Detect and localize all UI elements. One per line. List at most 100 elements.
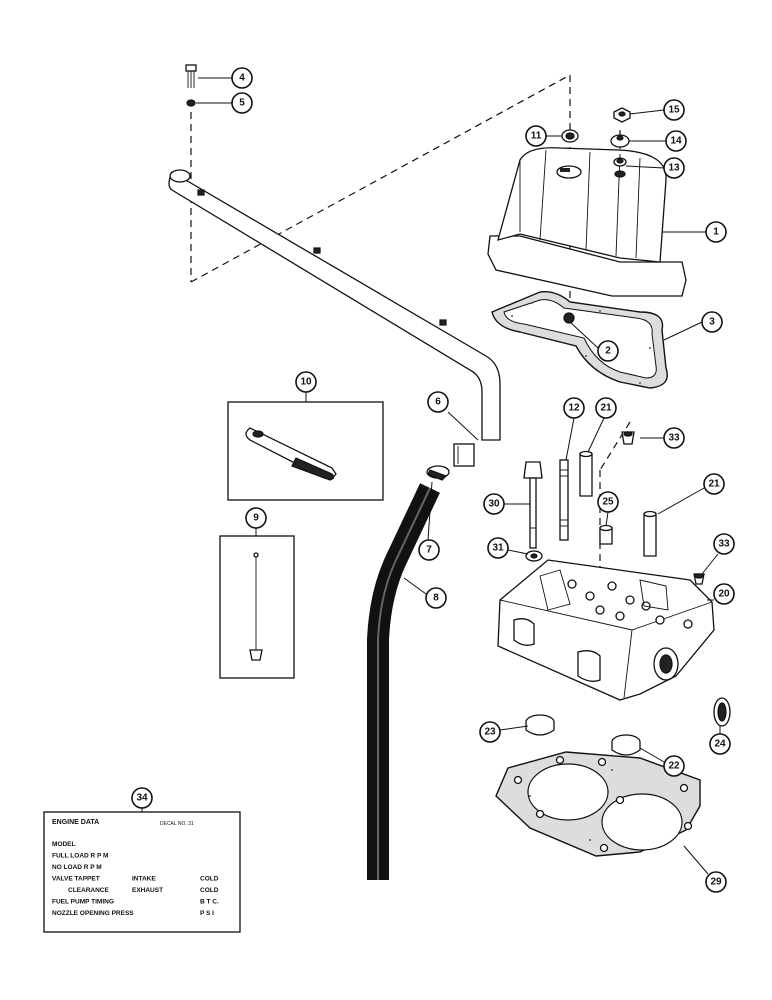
decal-line-sub: EXHAUST	[132, 887, 163, 894]
callout-7: 7	[418, 539, 440, 561]
breather-tube	[168, 169, 501, 467]
callout-29: 29	[705, 871, 727, 893]
svg-text:22: 22	[668, 761, 680, 772]
seal-23	[525, 714, 555, 736]
part-box-9	[219, 535, 295, 679]
callout-13: 13	[663, 157, 685, 179]
svg-text:30: 30	[488, 499, 500, 510]
washer-31	[525, 550, 543, 562]
callout-5: 5	[231, 92, 253, 114]
callout-24: 24	[709, 733, 731, 755]
part-box-10	[227, 401, 384, 501]
cover-washer-11	[561, 129, 579, 143]
hose-clamp	[426, 465, 450, 481]
svg-text:24: 24	[714, 739, 726, 750]
callout-34: 34	[131, 787, 153, 809]
engine-data-decal: ENGINE DATA DECAL NO. 31 MODEL FULL LOAD …	[43, 811, 241, 933]
decal-line-label: MODEL	[52, 841, 76, 848]
decal-line-label: VALVE TAPPET	[52, 876, 100, 883]
svg-text:15: 15	[668, 105, 680, 116]
decal-line-sub: INTAKE	[132, 876, 156, 883]
callout-15: 15	[663, 99, 685, 121]
svg-text:6: 6	[435, 397, 441, 408]
callout-31: 31	[487, 537, 509, 559]
callout-21a: 21	[595, 397, 617, 419]
head-bolt-30	[523, 461, 543, 549]
svg-text:7: 7	[426, 545, 432, 556]
decal-line-unit: COLD	[200, 887, 219, 894]
svg-text:1: 1	[713, 227, 719, 238]
seal-22	[611, 734, 641, 756]
callout-1: 1	[705, 221, 727, 243]
svg-text:4: 4	[239, 73, 245, 84]
decal-line-label: FULL LOAD R P M	[52, 853, 108, 860]
valve-cover	[487, 147, 687, 297]
callout-21b: 21	[703, 473, 725, 495]
callout-14: 14	[665, 130, 687, 152]
leader-lines	[141, 77, 721, 875]
svg-text:33: 33	[718, 539, 730, 550]
cylinder-head	[497, 559, 715, 701]
svg-text:29: 29	[710, 877, 722, 888]
callout-25: 25	[597, 491, 619, 513]
decal-line-label: CLEARANCE	[68, 887, 109, 894]
decal-line-label: NOZZLE OPENING PRESS	[52, 910, 134, 917]
svg-text:3: 3	[709, 317, 715, 328]
valve-guide-21a	[579, 450, 593, 497]
plug-33b	[693, 573, 705, 585]
callout-33b: 33	[713, 533, 735, 555]
callout-10: 10	[295, 371, 317, 393]
decal-line-unit: P S I	[200, 910, 214, 917]
callout-3: 3	[701, 311, 723, 333]
cover-gasket	[491, 291, 668, 389]
stud-12	[559, 459, 569, 541]
valve-guide-21b	[643, 510, 657, 557]
svg-text:31: 31	[492, 543, 504, 554]
decal-number: DECAL NO. 31	[160, 821, 194, 827]
callout-23: 23	[479, 721, 501, 743]
svg-text:13: 13	[668, 163, 680, 174]
decal-line-unit: COLD	[200, 876, 219, 883]
plug-33a	[621, 431, 635, 445]
svg-text:34: 34	[136, 793, 148, 804]
breather-hose	[367, 483, 440, 880]
callout-12: 12	[563, 397, 585, 419]
svg-text:23: 23	[484, 727, 496, 738]
callout-2: 2	[597, 340, 619, 362]
head-gasket	[495, 751, 701, 857]
seal-24	[713, 697, 731, 727]
callout-9: 9	[245, 507, 267, 529]
svg-text:21: 21	[600, 403, 612, 414]
callout-30: 30	[483, 493, 505, 515]
washer-part	[186, 99, 196, 107]
callout-22: 22	[663, 755, 685, 777]
callout-11: 11	[525, 125, 547, 147]
svg-text:33: 33	[668, 433, 680, 444]
decal-line-label: FUEL PUMP TIMING	[52, 899, 114, 906]
callout-4: 4	[231, 67, 253, 89]
svg-text:2: 2	[605, 346, 611, 357]
svg-text:12: 12	[568, 403, 580, 414]
callout-6: 6	[427, 391, 449, 413]
cover-seal-13	[613, 157, 627, 167]
callout-20: 20	[713, 583, 735, 605]
svg-text:5: 5	[239, 98, 245, 109]
grommet-2	[563, 312, 575, 324]
insert-25	[599, 524, 613, 545]
decal-line-label: NO LOAD R P M	[52, 864, 102, 871]
decal-title: ENGINE DATA	[52, 819, 99, 826]
svg-text:9: 9	[253, 513, 259, 524]
decal-lines: MODEL FULL LOAD R P M NO LOAD R P M VALVE T…	[52, 841, 219, 917]
svg-text:11: 11	[531, 131, 542, 142]
svg-text:21: 21	[708, 479, 720, 490]
svg-text:10: 10	[300, 377, 312, 388]
svg-text:20: 20	[718, 589, 730, 600]
cover-nut-15	[613, 107, 631, 123]
callout-8: 8	[425, 587, 447, 609]
cover-washer-14	[610, 134, 630, 148]
svg-text:14: 14	[670, 136, 682, 147]
svg-text:25: 25	[602, 497, 614, 508]
svg-text:8: 8	[433, 593, 439, 604]
decal-line-unit: B T C.	[200, 899, 219, 906]
